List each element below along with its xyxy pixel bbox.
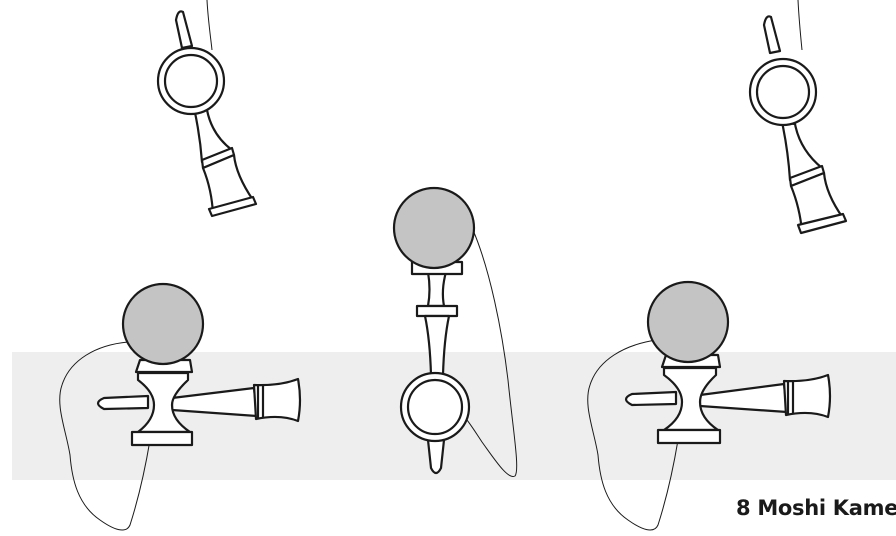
handle-neck [426,270,448,308]
small-cup [782,373,832,419]
spike [96,394,150,411]
handle-base [796,212,848,235]
spike [624,390,678,407]
spike [426,438,446,475]
trick-caption: 8 Moshi Kame [736,496,896,520]
kendama-left-moshi-kame [59,282,302,531]
string [206,0,213,51]
kendama-hanging-top-left [156,0,258,218]
kendama-center-vertical [392,186,518,477]
ball [121,282,205,366]
string [797,0,803,51]
handle-base [207,195,258,218]
cup-inner [406,378,464,436]
kendama-right-moshi-kame [587,280,832,531]
handle-ring [415,304,459,318]
handle-base [130,430,194,447]
cup-inner [755,64,811,120]
kendama-hanging-top-right [748,0,848,235]
spike [174,10,194,50]
cup-inner [163,53,219,109]
ball [392,186,476,270]
ball [646,280,730,364]
handle-base [656,428,722,445]
spike [762,15,782,55]
string [461,229,518,477]
small-cup [252,377,302,423]
